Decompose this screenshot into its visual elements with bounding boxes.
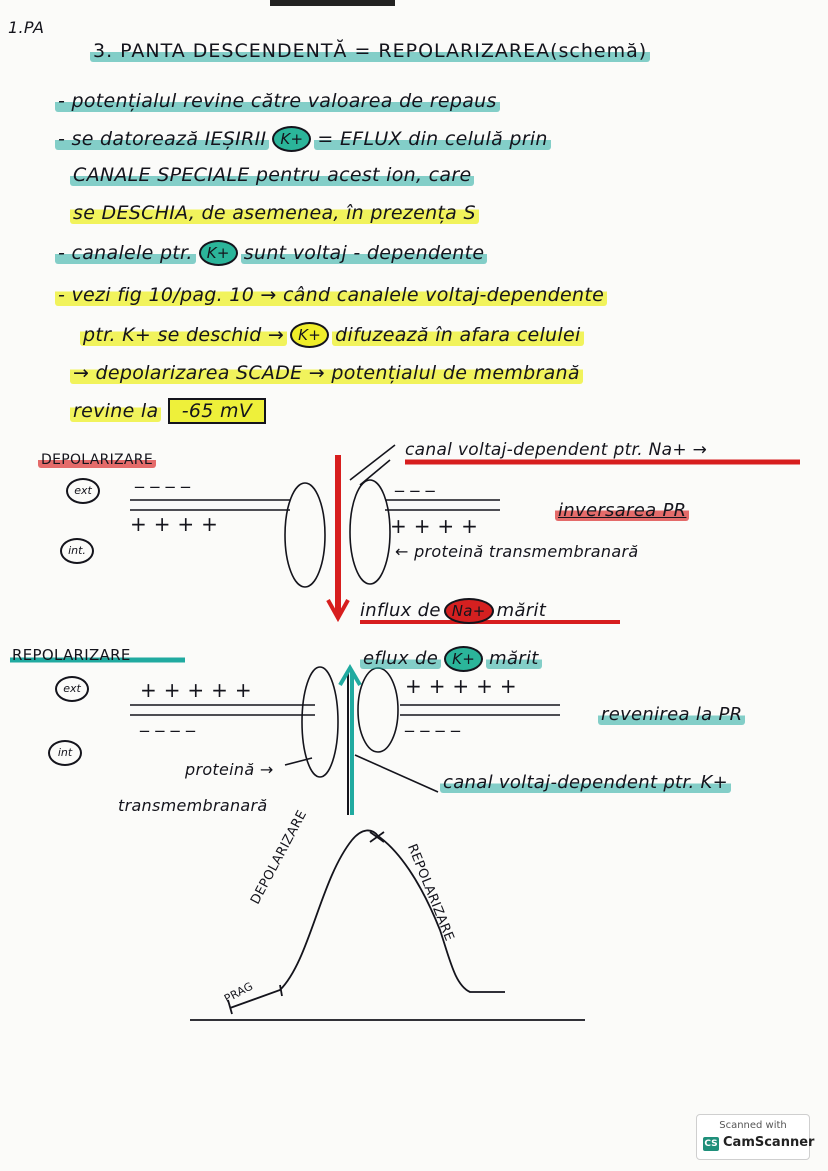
depol-ext-label: ext [66, 478, 100, 504]
heading-text: 3. PANTA DESCENDENTĂ = REPOLARIZAREA(sch… [90, 40, 651, 62]
ion-k-badge: K+ [290, 322, 330, 348]
camscanner-name: CamScanner [723, 1135, 815, 1150]
repol-title: REPOLARIZARE [12, 646, 131, 664]
note-b4e: revine la -65 mV [70, 398, 267, 424]
ion-na-badge: Na+ [443, 598, 494, 624]
note-b3-text-b: sunt voltaj - dependente [240, 241, 488, 264]
camscanner-watermark: Scanned with CS CamScanner [696, 1114, 814, 1160]
depol-influx-arrow [326, 455, 350, 623]
repol-ext-label: ext [55, 676, 89, 702]
note-b2-text-a: - se datorează IEȘIRII [55, 127, 270, 150]
depol-title: DEPOLARIZARE [38, 452, 156, 468]
note-b2d-text: se DESCHIA, de asemenea, în prezența S [70, 202, 479, 224]
depol-membrane [130, 444, 500, 588]
note-b4-text-c: difuzează în afara celulei [332, 323, 584, 346]
repol-minus-right: _ _ _ _ [405, 712, 461, 733]
depol-proteina-label: ← proteină transmembranară [395, 542, 639, 561]
depol-minus-left: _ _ _ _ [135, 468, 191, 489]
depol-title-text: DEPOLARIZARE [38, 452, 156, 468]
camscanner-logo-icon: CS [703, 1137, 719, 1151]
note-b4: - vezi fig 10/pag. 10 → când canalele vo… [55, 284, 608, 306]
repol-protein-right [357, 667, 399, 753]
depol-int-label: int. [60, 538, 94, 564]
repol-proteina-a: proteină → [185, 760, 274, 779]
depol-inversarea: inversarea PR [555, 500, 690, 521]
repol-canal-label: canal voltaj-dependent ptr. K+ [440, 772, 731, 793]
resting-potential-value: -65 mV [167, 398, 267, 424]
note-b2c: CANALE SPECIALE pentru acest ion, care [70, 164, 475, 186]
note-b3-text-a: - canalele ptr. [55, 241, 196, 264]
note-b4-text-d: → depolarizarea SCADE → potențialul de m… [70, 362, 583, 384]
repol-protein-left [301, 666, 339, 778]
repol-proteina-b: transmembranară [118, 796, 268, 815]
corner-label: 1.PA [8, 18, 45, 37]
repol-revenirea-text: revenirea la PR [598, 704, 746, 725]
repol-canal-text: canal voltaj-dependent ptr. K+ [440, 772, 731, 793]
note-b1-text: - potențialul revine către valoarea de r… [55, 90, 500, 112]
depol-inversarea-text: inversarea PR [555, 500, 690, 521]
ion-k-badge: K+ [272, 126, 312, 152]
ion-k-badge: K+ [444, 646, 484, 672]
note-b4-text-b: ptr. K+ se deschid → [80, 323, 288, 346]
influx-text-b: mărit [496, 600, 547, 621]
note-b3: - canalele ptr.K+sunt voltaj - dependent… [55, 240, 488, 266]
note-b2-text-b: = EFLUX din celulă prin [314, 127, 551, 150]
repol-int-label: int [48, 740, 82, 766]
ion-k-badge: K+ [198, 240, 238, 266]
scan-edge [270, 0, 395, 6]
note-b2d: se DESCHIA, de asemenea, în prezența S [70, 202, 479, 224]
action-potential-curve [190, 829, 585, 1021]
depol-protein-left [284, 482, 326, 588]
efflux-text-a: eflux de [360, 648, 442, 669]
depol-protein-right [349, 479, 391, 585]
depol-plus-right: + + + + [390, 514, 479, 538]
depol-canal-label: canal voltaj-dependent ptr. Na+ → [405, 440, 708, 460]
repol-plus-left: + + + + + [140, 678, 252, 702]
depol-plus-left: + + + + [130, 512, 219, 536]
note-b4d: → depolarizarea SCADE → potențialul de m… [70, 362, 583, 384]
note-b2c-text: CANALE SPECIALE pentru acest ion, care [70, 164, 475, 186]
efflux-text-b: mărit [486, 648, 542, 669]
repol-plus-right: + + + + + [405, 674, 517, 698]
camscanner-top-text: Scanned with [719, 1120, 787, 1131]
note-b4-text-a: - vezi fig 10/pag. 10 → când canalele vo… [55, 284, 608, 306]
heading: 3. PANTA DESCENDENTĂ = REPOLARIZAREA(sch… [90, 40, 651, 62]
repol-minus-left: _ _ _ _ [140, 712, 196, 733]
repol-revenirea: revenirea la PR [598, 704, 746, 725]
depol-minus-right: _ _ _ [395, 472, 435, 493]
influx-text-a: influx de [360, 600, 441, 621]
repol-efflux-arrow [338, 664, 362, 815]
note-b4-text-e: revine la [70, 400, 162, 422]
repol-membrane [130, 666, 560, 793]
note-b4b: ptr. K+ se deschid →K+difuzează în afara… [80, 322, 584, 348]
note-b1: - potențialul revine către valoarea de r… [55, 90, 500, 112]
